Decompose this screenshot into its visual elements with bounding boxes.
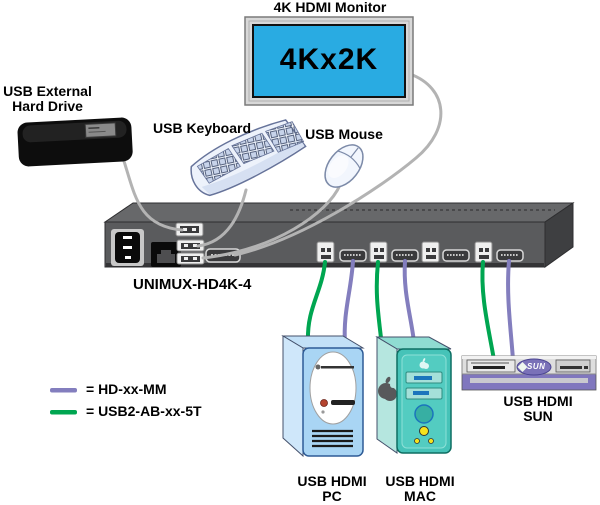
hdmi-cable-mac xyxy=(402,259,416,344)
usb-cable-mac xyxy=(374,260,383,340)
sun-desktop-graphic xyxy=(461,355,597,391)
legend-label-usb-cable: = USB2-AB-xx-5T xyxy=(86,403,202,419)
mac-label: USB HDMI MAC xyxy=(375,473,465,505)
harddrive-label: USB External Hard Drive xyxy=(0,83,95,115)
mac-tower-graphic xyxy=(375,336,452,454)
harddrive-label-line2: Hard Drive xyxy=(12,98,83,115)
hdmi-port-2 xyxy=(391,249,419,262)
pc-label-line2: PC xyxy=(322,488,342,505)
harddrive-label-line1: USB External xyxy=(3,83,92,99)
usb-console-port-bottom xyxy=(176,252,205,265)
monitor-graphic xyxy=(244,16,414,106)
monitor-title: 4K HDMI Monitor xyxy=(273,0,387,15)
sun-label-line2: SUN xyxy=(523,408,553,425)
mouse-label: USB Mouse xyxy=(305,126,383,142)
console-cable-keyboard xyxy=(196,188,248,248)
legend-swatch-usb-cable xyxy=(50,410,77,415)
hdmi-port-3 xyxy=(442,249,470,262)
mac-label-line2: MAC xyxy=(404,488,436,505)
sun-logo-badge xyxy=(516,358,552,376)
usb-cable-sun xyxy=(480,260,496,362)
apple-logo-side-icon xyxy=(378,376,397,401)
cables xyxy=(121,72,515,362)
console-cable-mouse xyxy=(201,183,342,260)
switch-model-label: UNIMUX-HD4K-4 xyxy=(133,276,252,293)
mouse-graphic xyxy=(324,144,364,188)
legend-swatch-hdmi-cable xyxy=(50,388,77,393)
rj45-port xyxy=(151,242,181,267)
keyboard-graphic xyxy=(190,119,307,197)
usb-b-port-2 xyxy=(369,241,388,263)
usb-b-port-4 xyxy=(474,241,493,263)
usb-cable-pc xyxy=(305,260,327,342)
sun-logo-text: SUN xyxy=(527,362,546,371)
usb-b-port-3 xyxy=(421,241,440,263)
hdmi-cable-sun xyxy=(506,259,515,362)
console-cable-harddrive xyxy=(121,156,184,232)
legend-label-hdmi-cable: = HD-xx-MM xyxy=(86,381,167,397)
monitor-screen xyxy=(252,24,406,98)
mac-label-line1: USB HDMI xyxy=(385,473,455,489)
apple-logo-front-icon xyxy=(419,358,429,369)
keyboard-label: USB Keyboard xyxy=(153,120,252,136)
hdmi-cable-pc xyxy=(342,259,355,346)
pc-label-line1: USB HDMI xyxy=(297,473,367,489)
harddrive-graphic xyxy=(17,117,133,167)
power-inlet-port xyxy=(111,229,144,266)
console-cable-monitor xyxy=(233,72,443,257)
usb-b-port-1 xyxy=(316,241,335,263)
pc-label: USB HDMI PC xyxy=(287,473,377,505)
sun-label-line1: USB HDMI xyxy=(503,393,573,409)
monitor-screen-text: 4Kx2K xyxy=(279,43,379,76)
sun-label: USB HDMI SUN xyxy=(493,393,583,425)
pc-tower-graphic xyxy=(281,335,365,458)
